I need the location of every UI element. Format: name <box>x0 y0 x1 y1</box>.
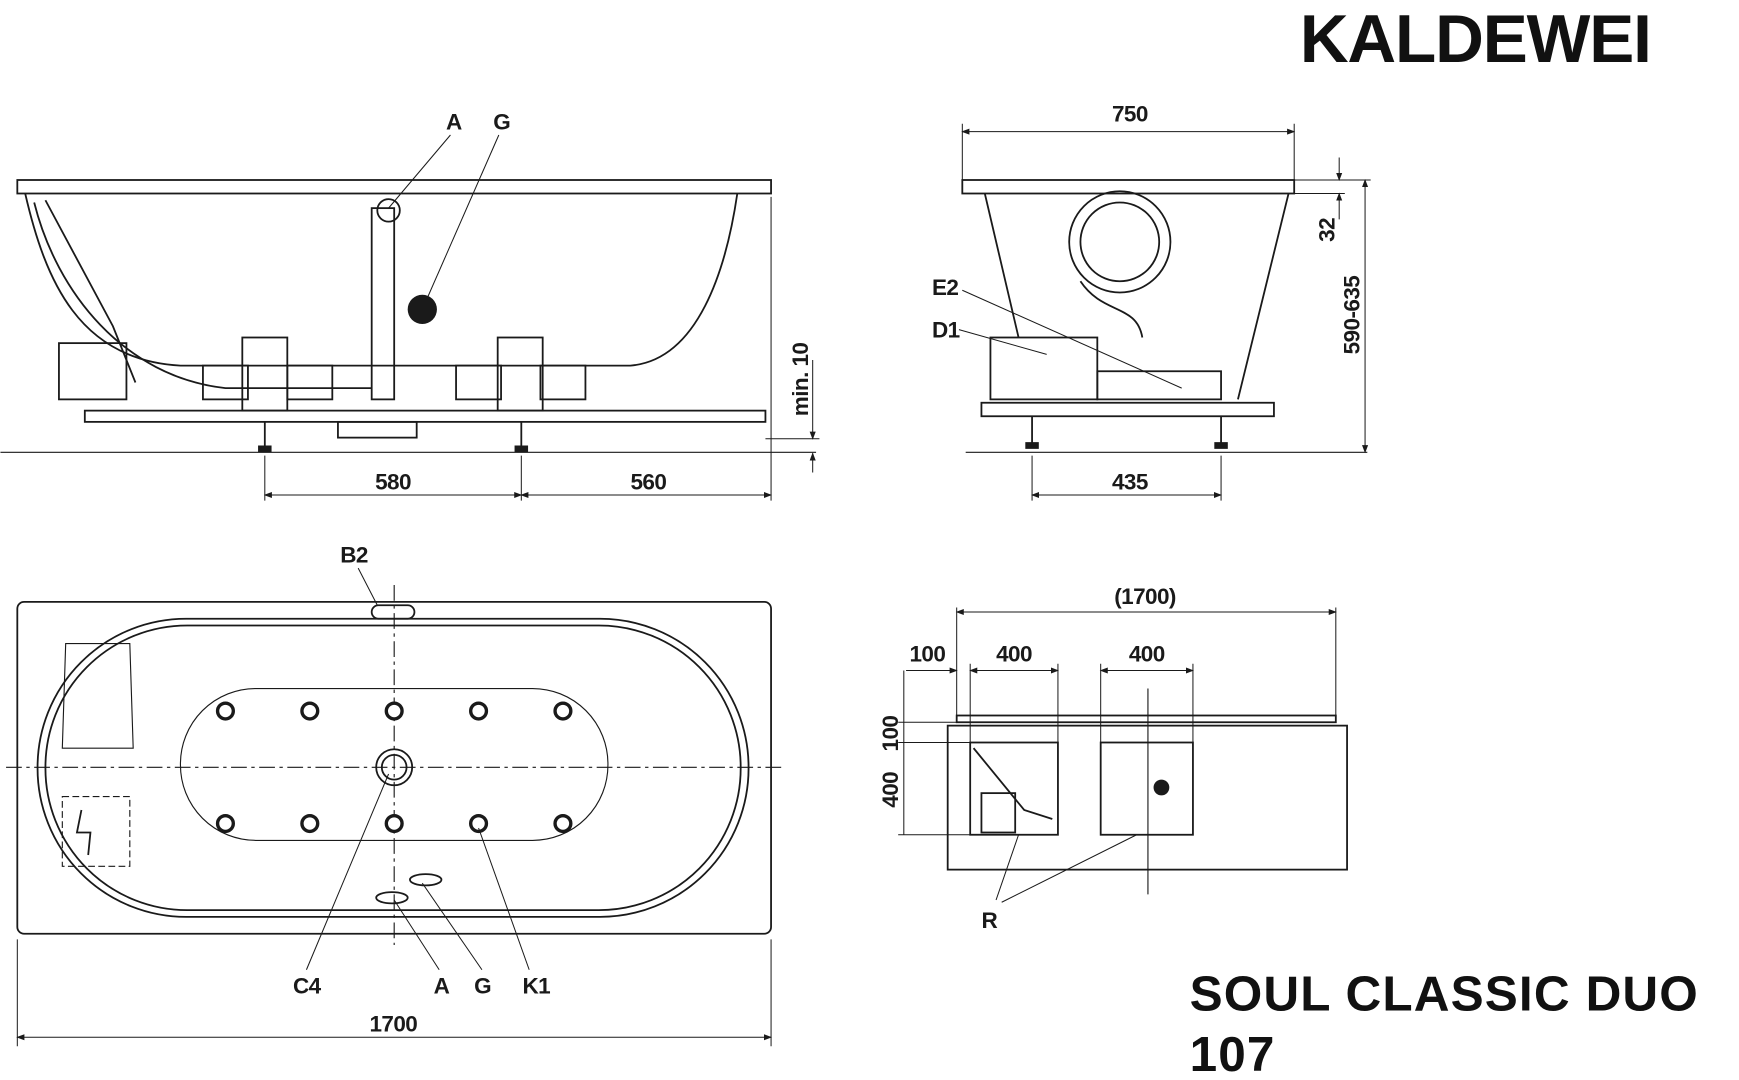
end-view: 750 32 590-635 435 E2 D1 <box>932 102 1371 501</box>
dim-560: 560 <box>630 469 666 494</box>
product-name: SOUL CLASSIC DUO <box>1190 966 1699 1021</box>
whirlpool-jets <box>215 701 573 834</box>
dim-435: 435 <box>1112 469 1148 494</box>
label-c4: C4 <box>293 973 322 998</box>
electrical-hazard-icon <box>75 809 92 856</box>
dim-1700: 1700 <box>369 1012 417 1037</box>
dim-min-10: min. 10 <box>788 343 813 417</box>
dim-400-left: 400 <box>996 642 1032 667</box>
label-g-side: G <box>493 109 510 134</box>
top-view: B2 C4 A G K1 1700 <box>6 543 783 1047</box>
dim-750: 750 <box>1112 102 1148 127</box>
dim-400-right: 400 <box>1129 642 1165 667</box>
label-r: R <box>981 908 997 933</box>
label-a-side: A <box>446 109 462 134</box>
label-e2: E2 <box>932 275 958 300</box>
dim-400-vertical: 400 <box>878 772 903 808</box>
label-g-top: G <box>474 973 491 998</box>
dim-100-horizontal: 100 <box>909 642 945 667</box>
dim-580: 580 <box>375 469 411 494</box>
dim-100-vertical: 100 <box>878 716 903 752</box>
dim-1700-total: (1700) <box>1114 584 1176 609</box>
label-d1: D1 <box>932 318 960 343</box>
label-a-top: A <box>434 973 450 998</box>
brand-logo: KALDEWEI <box>1300 2 1651 77</box>
installation-view: (1700) 100 400 400 100 400 R <box>878 584 1348 933</box>
side-view: 580 560 min. 10 A G <box>0 109 820 501</box>
dim-32: 32 <box>1315 218 1340 242</box>
label-b2: B2 <box>340 543 368 568</box>
label-k1: K1 <box>522 973 550 998</box>
product-number: 107 <box>1190 1027 1276 1080</box>
side-feet <box>202 336 587 453</box>
dim-590-635: 590-635 <box>1339 276 1364 355</box>
